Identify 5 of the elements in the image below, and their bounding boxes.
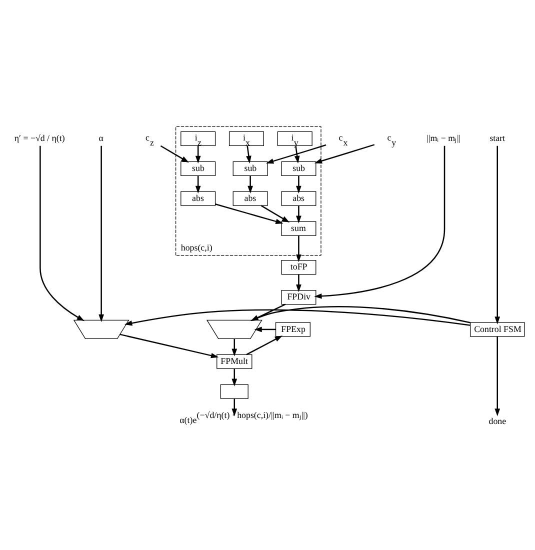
node-text: η′ = −√d / η(t) — [14, 133, 65, 144]
node-text: start — [490, 133, 506, 144]
node-text: α — [98, 133, 104, 144]
node-text: ||mᵢ − mⱼ|| — [426, 133, 461, 144]
node-text: done — [488, 416, 506, 426]
